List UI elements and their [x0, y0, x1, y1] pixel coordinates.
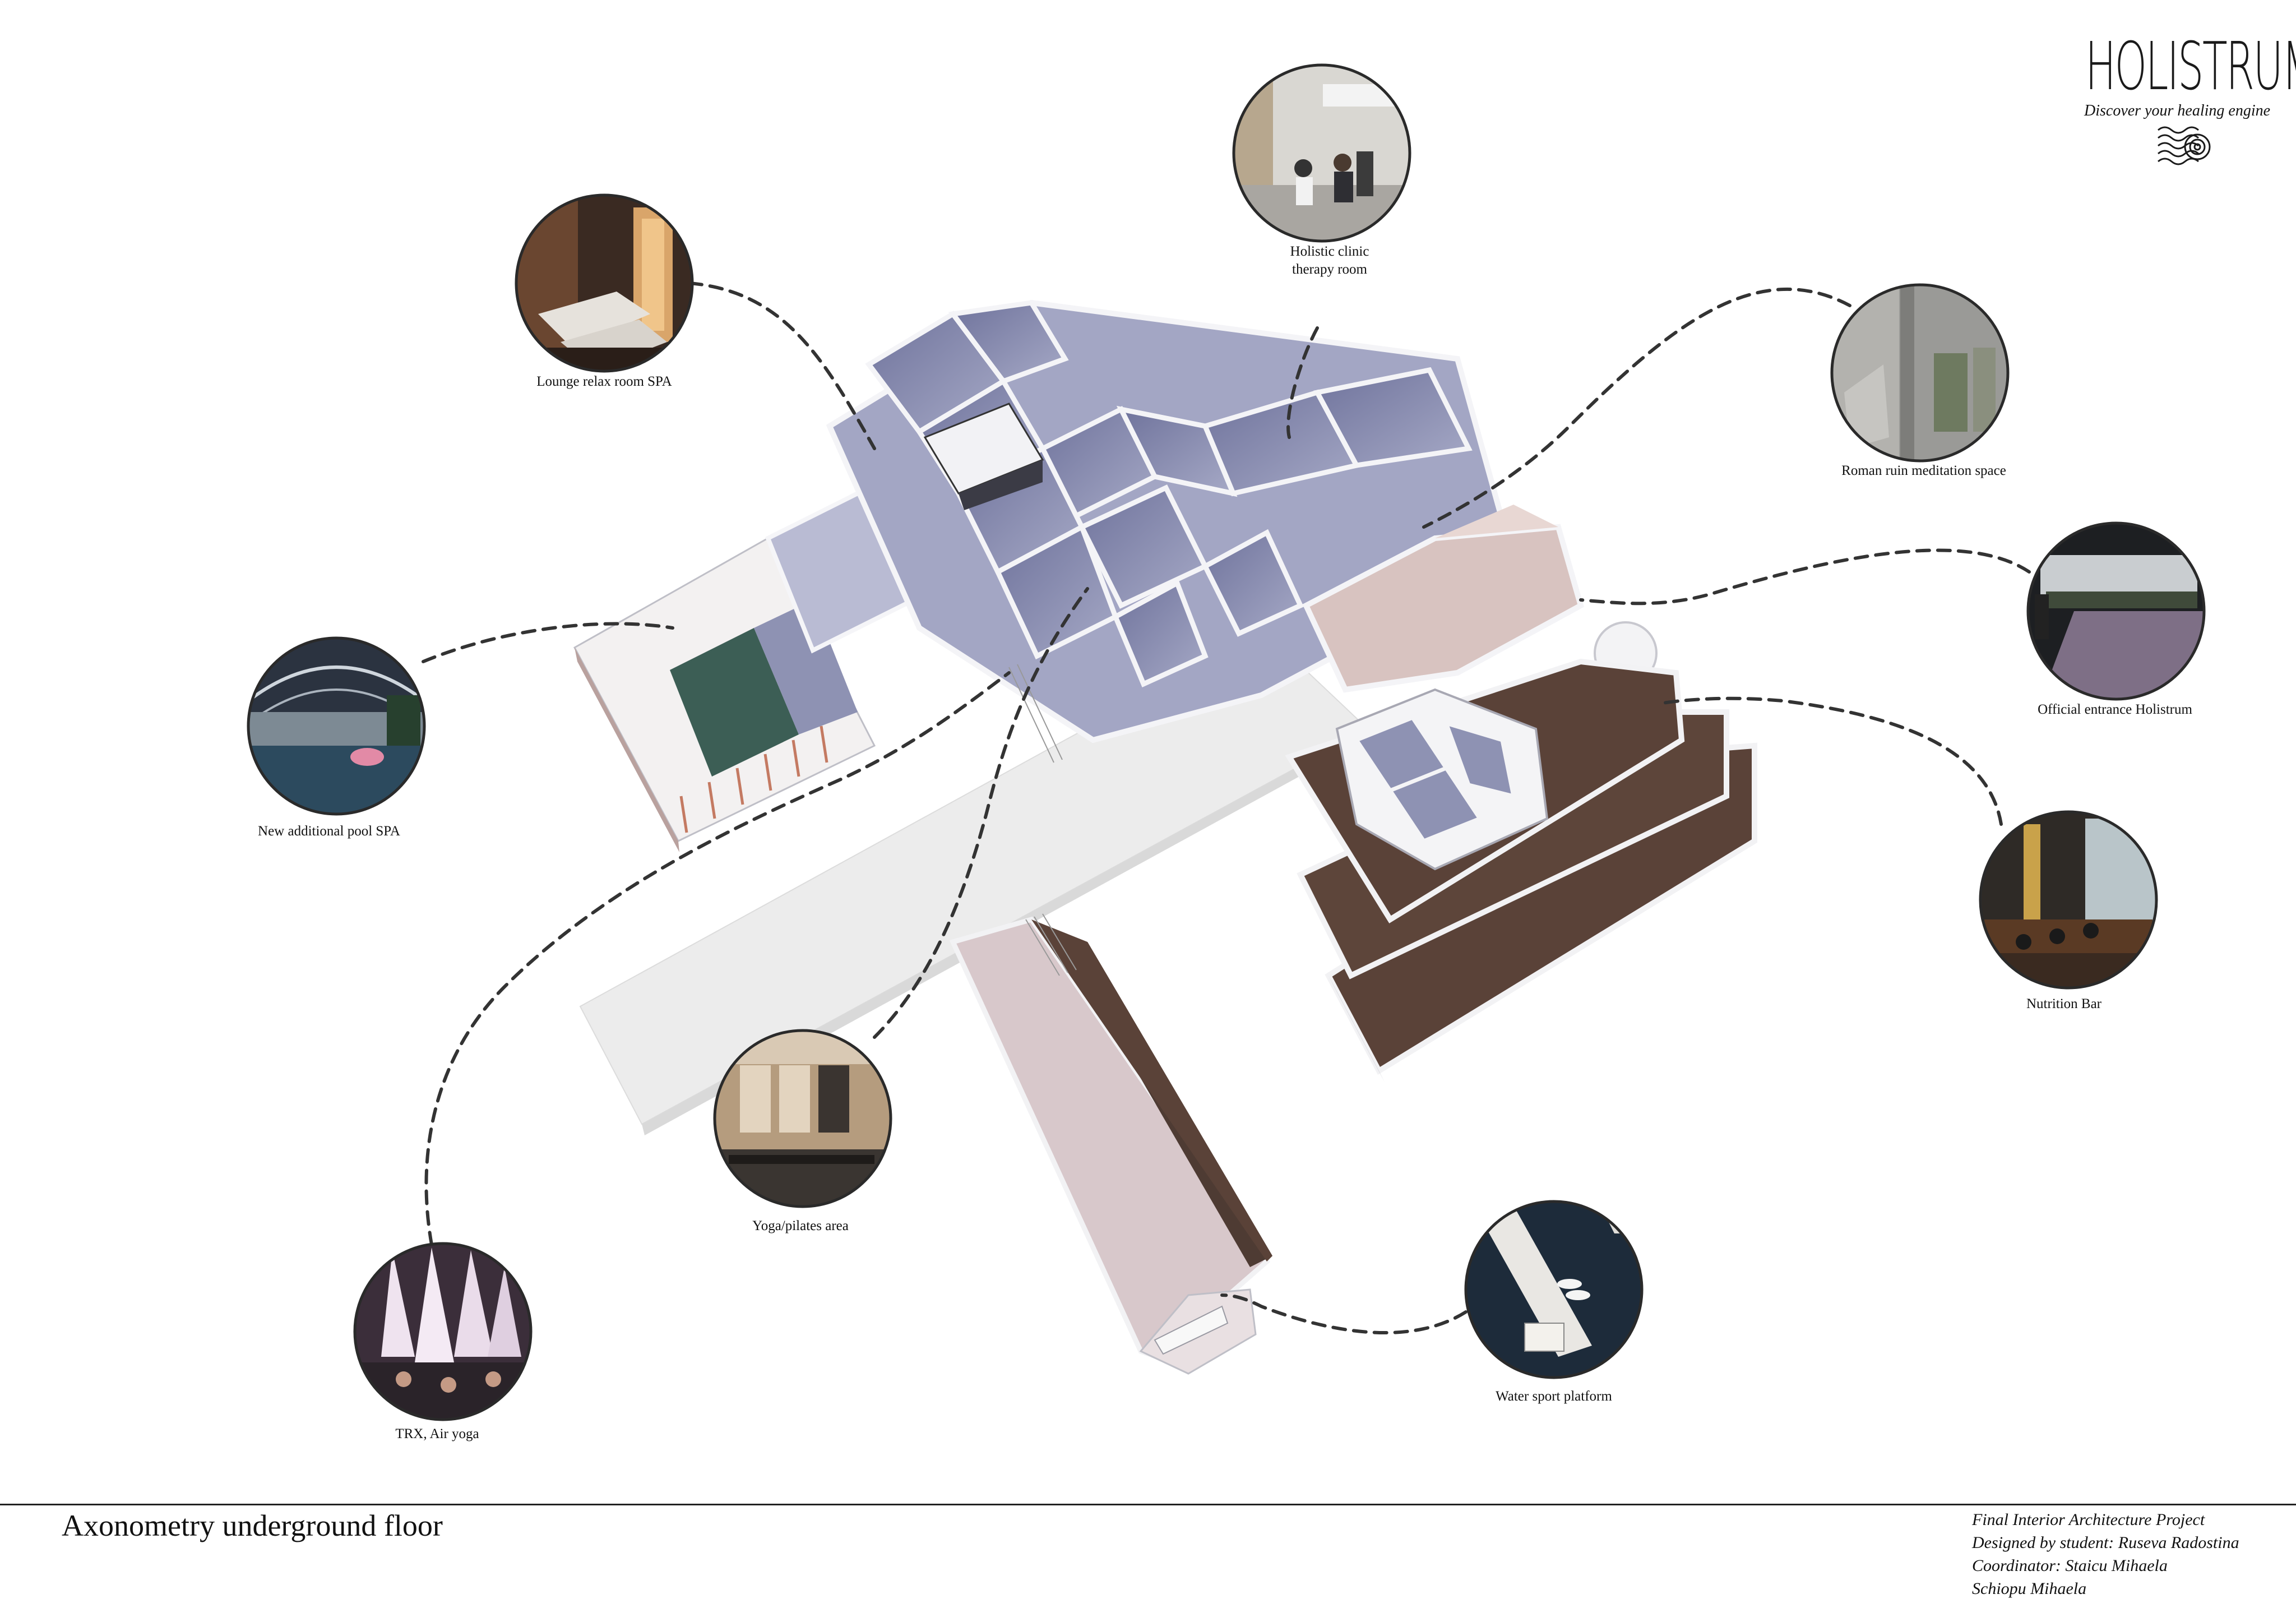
label-entrance: Official entrance Holistrum	[2038, 702, 2192, 717]
credit-line: Final Interior Architecture Project	[1972, 1510, 2205, 1529]
credit-line: Coordinator: Staicu Mihaela	[1972, 1556, 2168, 1575]
connector-yoga	[873, 587, 1089, 1039]
holistrum-emblem-icon	[2158, 126, 2211, 165]
brand-tagline: Discover your healing engine	[2084, 102, 2271, 119]
connector-nutrition	[1658, 696, 2003, 826]
aerial-yoga-photo	[353, 1242, 533, 1421]
pool-photo	[247, 636, 426, 816]
connector-water	[1220, 1293, 1468, 1334]
entrance-photo	[2026, 521, 2206, 701]
water-platform-photo	[1464, 1200, 1644, 1379]
ruin-photo	[1830, 283, 2010, 463]
project-credits: Final Interior Architecture Project Desi…	[1972, 1508, 2239, 1600]
connector-clinic	[1286, 326, 1319, 439]
label-roman: Roman ruin meditation space	[1841, 463, 2006, 478]
footer-divider	[0, 1504, 2296, 1505]
label-water: Water sport platform	[1496, 1389, 1612, 1404]
connector-lines	[422, 281, 2031, 1334]
label-pool: New additional pool SPA	[258, 824, 400, 839]
label-clinic: Holistic clinic therapy room	[1290, 244, 1369, 277]
label-trx: TRX, Air yoga	[395, 1426, 479, 1441]
label-lounge: Lounge relax room SPA	[536, 374, 672, 389]
label-nutrition: Nutrition Bar	[2026, 996, 2102, 1011]
yoga-photo	[713, 1029, 892, 1208]
spa-lounge-photo	[515, 193, 694, 373]
bar-photo	[1979, 810, 2158, 990]
pool-water	[670, 628, 799, 777]
connector-lounge	[688, 281, 876, 450]
brand-logo-wordmark: HOLISTRUM	[2085, 27, 2296, 105]
sheet-title: Axonometry underground floor	[62, 1509, 443, 1542]
connector-pool	[422, 622, 674, 663]
connector-roman	[1422, 287, 1851, 529]
clinic-photo	[1232, 63, 1411, 243]
connector-trx	[424, 671, 1011, 1246]
connector-entrance	[1579, 548, 2031, 606]
credit-line: Designed by student: Ruseva Radostina	[1972, 1533, 2239, 1552]
building-plan	[573, 299, 1757, 1375]
label-yoga: Yoga/pilates area	[752, 1218, 849, 1233]
credit-line: Schiopu Mihaela	[1972, 1579, 2087, 1598]
